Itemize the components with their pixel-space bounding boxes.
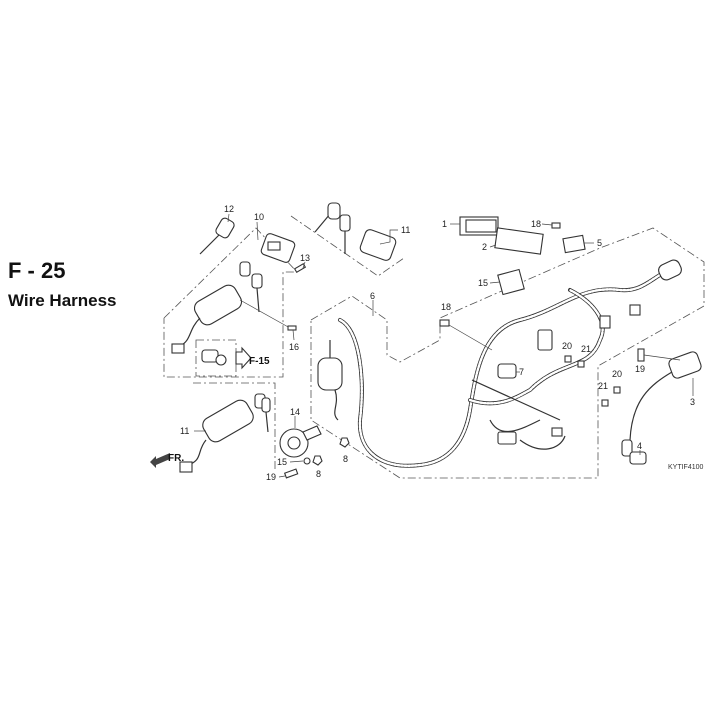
callout-5: 5 (597, 238, 602, 248)
callout-11: 13 (300, 253, 310, 263)
callout-9: 10 (254, 212, 264, 222)
callout-1: 1 (442, 219, 447, 229)
bolt-18-upper (551, 222, 561, 229)
key-13 (199, 217, 235, 255)
callout-8b: 8 (343, 454, 348, 464)
wire-harness-6 (317, 259, 682, 468)
group-boundary-harness (310, 227, 705, 479)
part-5-relay (562, 234, 586, 254)
ignition-switch-10 (179, 393, 271, 473)
callout-8: 8 (316, 469, 321, 479)
page-title: Wire Harness (8, 291, 117, 310)
callout-14: 14 (290, 407, 300, 417)
callout-4: 4 (637, 441, 642, 451)
clip-21b (601, 399, 609, 407)
group-boundary-f15 (195, 339, 237, 377)
key-set-12 (314, 202, 397, 261)
callout-15: 15 (277, 457, 287, 467)
nut-15 (303, 457, 311, 465)
callout-2: 2 (482, 242, 487, 252)
callout-21: 21 (581, 344, 591, 354)
bolt-18-mid (439, 319, 450, 327)
clip-20b (613, 386, 621, 394)
spark-plug-cap-4 (621, 439, 647, 465)
group-boundary-keys (290, 215, 405, 277)
front-marker: FR. (168, 453, 184, 464)
callout-13: 12 (224, 204, 234, 214)
clip-21 (577, 360, 585, 368)
callout-19: 19 (266, 472, 276, 482)
callout-21b: 21 (598, 381, 608, 391)
horn-14 (279, 425, 322, 458)
callout-18: 18 (531, 219, 541, 229)
page-code: F - 25 (8, 258, 66, 283)
reference-f15[interactable]: F-15 (249, 356, 270, 367)
reference-arrow-icon (235, 346, 252, 370)
callout-7: 7 (519, 367, 524, 377)
callout-20: 20 (562, 341, 572, 351)
clip-20 (564, 355, 572, 363)
callout-18b: 18 (441, 302, 451, 312)
callout-20b: 20 (612, 369, 622, 379)
group-boundary-ignition (163, 227, 298, 378)
ignition-coil-3 (629, 348, 702, 441)
part-2-ecu (494, 227, 544, 255)
callout-10: 11 (180, 426, 189, 436)
ignition-switch-assy (171, 261, 297, 370)
part-7-relay (497, 363, 517, 379)
callout-6: 6 (370, 291, 375, 301)
nut-8-upper (339, 437, 350, 448)
part-16-relay (497, 268, 525, 296)
bolt-19 (637, 348, 645, 362)
callout-17: 16 (289, 342, 299, 352)
nut-8-lower (312, 455, 323, 466)
callout-19b: 19 (635, 364, 645, 374)
front-direction-arrow (150, 453, 170, 468)
callout-12: 11 (401, 225, 410, 235)
callout-3: 3 (690, 397, 695, 407)
bolt-19-lower (283, 468, 299, 479)
drawing-code: KYTIF4100 (668, 464, 704, 471)
seat-lock-9 (260, 233, 296, 263)
group-boundary-switch (193, 382, 276, 470)
leader-lines (194, 213, 694, 478)
callout-16: 15 (478, 278, 488, 288)
screw-11 (293, 263, 307, 273)
part-1-cover (459, 216, 499, 236)
